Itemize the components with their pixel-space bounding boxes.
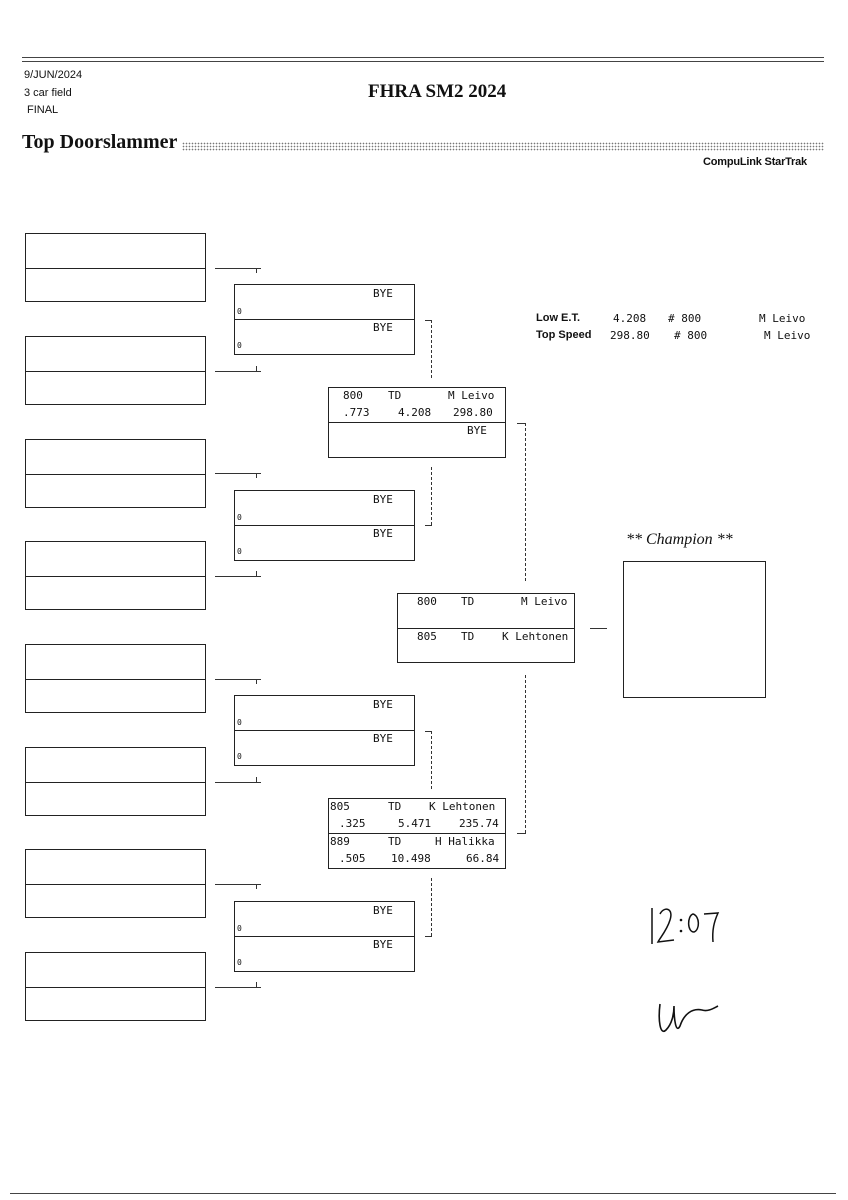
lane-zero: 0 — [237, 718, 242, 727]
event-date: 9/JUN/2024 — [24, 69, 83, 81]
reaction-time: .325 — [339, 817, 366, 830]
low-et-label: Low E.T. — [536, 312, 580, 324]
top-speed-driver: M Leivo — [764, 329, 811, 342]
bye-label: BYE — [373, 527, 393, 540]
empty-pair-box-7 — [25, 849, 206, 918]
bye-label: BYE — [373, 698, 393, 711]
round1-match-2: BYE 0 BYE 0 — [234, 490, 415, 561]
class-code: TD — [388, 835, 402, 848]
handwritten-time — [651, 908, 720, 944]
dotted-rule — [182, 142, 824, 151]
field-size: 3 car field — [24, 87, 72, 99]
round2-lane-top: 800 TD M Leivo .773 4.208 298.80 — [329, 388, 505, 423]
empty-pair-box-5 — [25, 644, 206, 713]
top-speed-value: 298.80 — [610, 329, 650, 342]
lane-zero: 0 — [237, 752, 242, 761]
car-number: 889 — [330, 835, 350, 848]
empty-pair-box-4 — [25, 541, 206, 610]
low-et-value: 4.208 — [613, 312, 647, 325]
bye-label: BYE — [373, 938, 393, 951]
class-code: TD — [461, 595, 475, 608]
driver-name: K Lehtonen — [429, 800, 496, 813]
top-rule — [22, 57, 824, 58]
elapsed-time: 10.498 — [391, 852, 431, 865]
top-rule-2 — [22, 61, 824, 62]
class-code: TD — [388, 389, 402, 402]
class-code: TD — [461, 630, 475, 643]
speed: 66.84 — [466, 852, 500, 865]
bye-label: BYE — [373, 732, 393, 745]
car-number: 805 — [330, 800, 350, 813]
driver-name: H Halikka — [435, 835, 495, 848]
round2-match-1: 800 TD M Leivo .773 4.208 298.80 BYE — [328, 387, 506, 458]
lane-zero: 0 — [237, 547, 242, 556]
driver-name: M Leivo — [448, 389, 495, 402]
empty-pair-box-6 — [25, 747, 206, 816]
top-speed-label: Top Speed — [536, 329, 592, 341]
event-title: FHRA SM2 2024 — [368, 81, 507, 102]
empty-pair-box-3 — [25, 439, 206, 508]
lane-zero: 0 — [237, 924, 242, 933]
elapsed-time: 5.471 — [398, 817, 432, 830]
round1-lane-top: BYE 0 — [235, 285, 414, 320]
empty-pair-box-1 — [25, 233, 206, 302]
bottom-rule — [10, 1193, 836, 1194]
bye-label: BYE — [373, 904, 393, 917]
round2-match-2: 805 TD K Lehtonen .325 5.471 235.74 889 … — [328, 798, 506, 869]
car-number: 800 — [343, 389, 363, 402]
bye-label: BYE — [373, 493, 393, 506]
low-et-driver: M Leivo — [759, 312, 806, 325]
class-code: TD — [388, 800, 402, 813]
empty-pair-box-8 — [25, 952, 206, 1021]
car-number: 800 — [417, 595, 437, 608]
bye-label: BYE — [373, 287, 393, 300]
champion-label: ** Champion ** — [626, 531, 733, 548]
reaction-time: .773 — [343, 406, 370, 419]
round1-match-4: BYE 0 BYE 0 — [234, 901, 415, 972]
round1-match-3: BYE 0 BYE 0 — [234, 695, 415, 766]
low-et-car: # 800 — [668, 312, 702, 325]
round-label: FINAL — [27, 104, 59, 116]
round1-match-1: BYE 0 BYE 0 — [234, 284, 415, 355]
speed: 235.74 — [459, 817, 499, 830]
driver-name: K Lehtonen — [502, 630, 569, 643]
elapsed-time: 4.208 — [398, 406, 432, 419]
handwritten-initials — [658, 1003, 719, 1033]
lane-zero: 0 — [237, 341, 242, 350]
final-match: 800 TD M Leivo 805 TD K Lehtonen — [397, 593, 575, 663]
lane-zero: 0 — [237, 958, 242, 967]
brand-label: CompuLink StarTrak — [703, 156, 807, 168]
empty-pair-box-2 — [25, 336, 206, 405]
bye-label: BYE — [467, 424, 487, 437]
champion-box — [623, 561, 766, 698]
driver-name: M Leivo — [521, 595, 568, 608]
bye-label: BYE — [373, 321, 393, 334]
car-number: 805 — [417, 630, 437, 643]
class-title: Top Doorslammer — [22, 131, 178, 153]
top-speed-car: # 800 — [674, 329, 708, 342]
lane-zero: 0 — [237, 513, 242, 522]
lane-zero: 0 — [237, 307, 242, 316]
reaction-time: .505 — [339, 852, 366, 865]
speed: 298.80 — [453, 406, 493, 419]
